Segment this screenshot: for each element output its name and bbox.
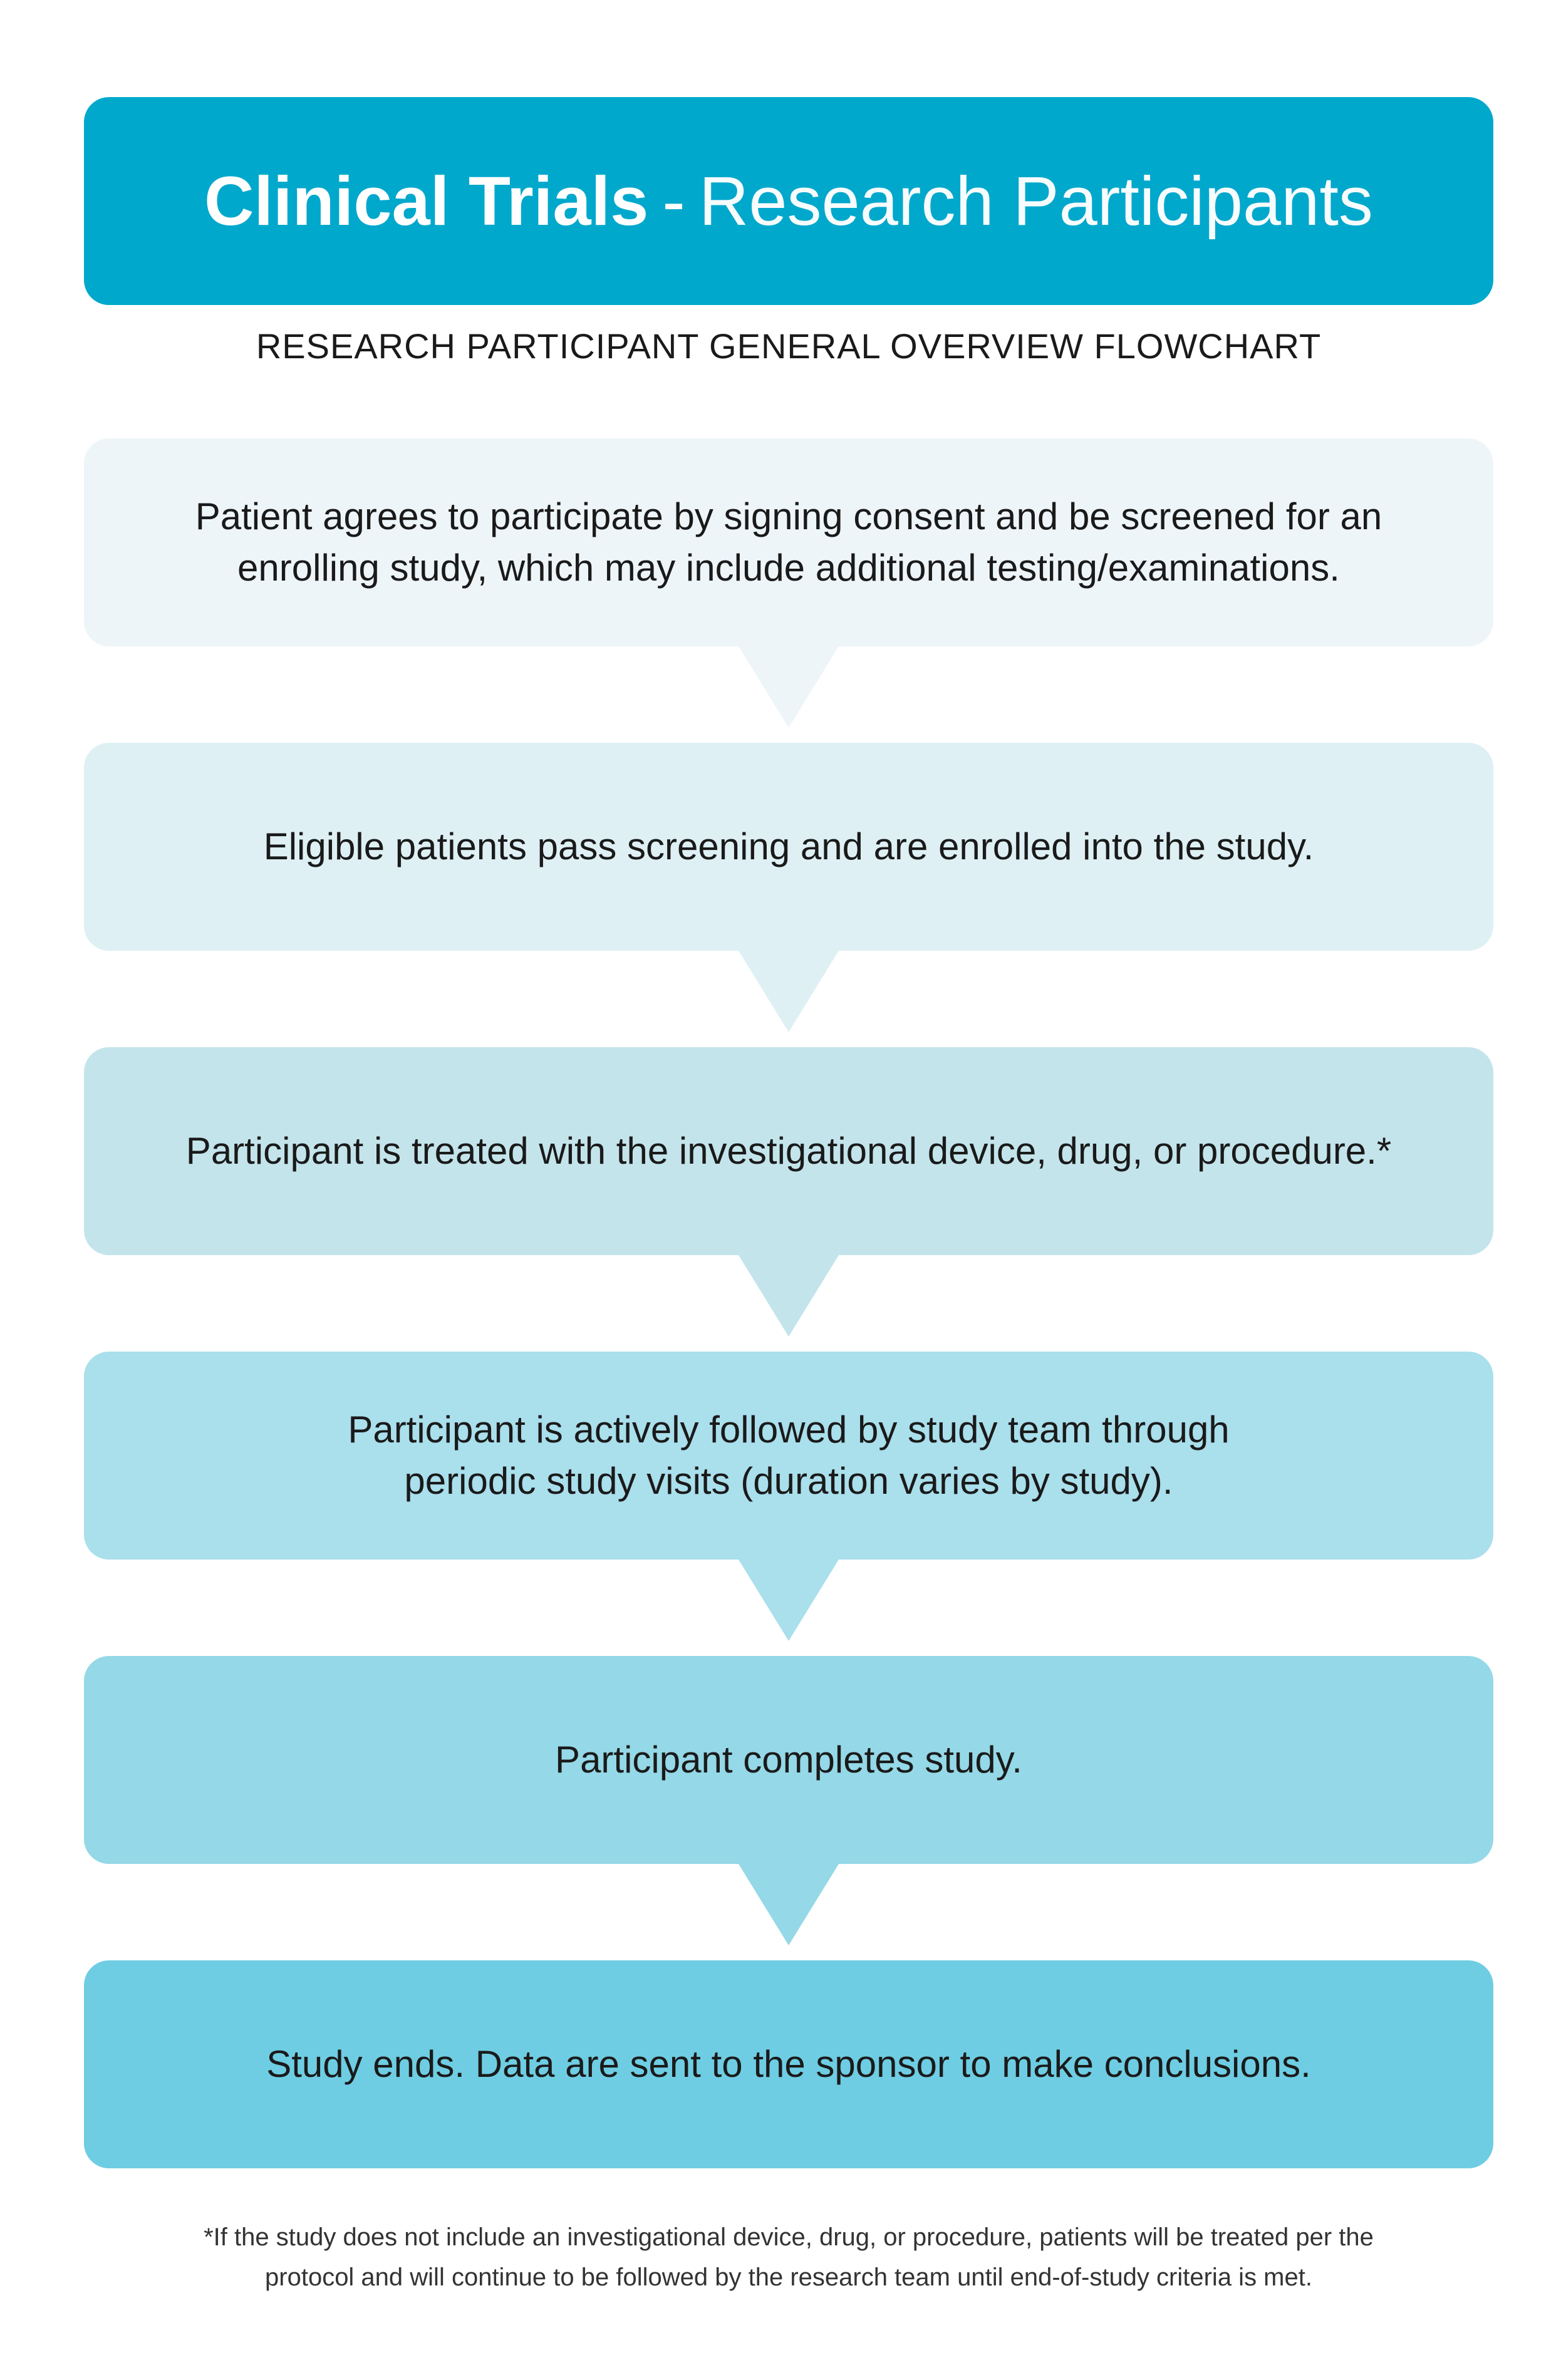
flow-arrow-pointer <box>739 951 839 1032</box>
flow-arrow-pointer <box>739 1255 839 1337</box>
title-light: Research Participants <box>698 162 1373 240</box>
flow-arrow-pointer <box>739 1864 839 1945</box>
flow-step-text: Patient agrees to participate by signing… <box>195 495 1382 589</box>
page-title-banner: Clinical Trials - Research Participants <box>84 97 1493 305</box>
flow-step-text: Participant is treated with the investig… <box>185 1130 1392 1172</box>
flow-step-enrollment: Eligible patients pass screening and are… <box>84 743 1493 1032</box>
flow-step-study-end: Study ends. Data are sent to the sponsor… <box>84 1960 1493 2168</box>
flow-step-text: Eligible patients pass screening and are… <box>263 825 1314 867</box>
flow-step-consent: Patient agrees to participate by signing… <box>84 438 1493 728</box>
flow-step-text: Study ends. Data are sent to the sponsor… <box>266 2043 1311 2085</box>
footnote: *If the study does not include an invest… <box>204 2223 1374 2291</box>
title-bold: Clinical Trials <box>204 162 649 240</box>
flow-step-follow-up: Participant is actively followed by stud… <box>84 1352 1493 1641</box>
flowchart-subtitle: RESEARCH PARTICIPANT GENERAL OVERVIEW FL… <box>256 326 1322 366</box>
flow-step-completion: Participant completes study. <box>84 1656 1493 1945</box>
flow-arrow-pointer <box>739 646 839 728</box>
title-separator: - <box>662 162 685 240</box>
flow-step-text: Participant completes study. <box>555 1739 1022 1781</box>
flow-step-treatment: Participant is treated with the investig… <box>84 1047 1493 1337</box>
flow-arrow-pointer <box>739 1560 839 1641</box>
flow-step-text: Participant is actively followed by stud… <box>348 1409 1230 1502</box>
